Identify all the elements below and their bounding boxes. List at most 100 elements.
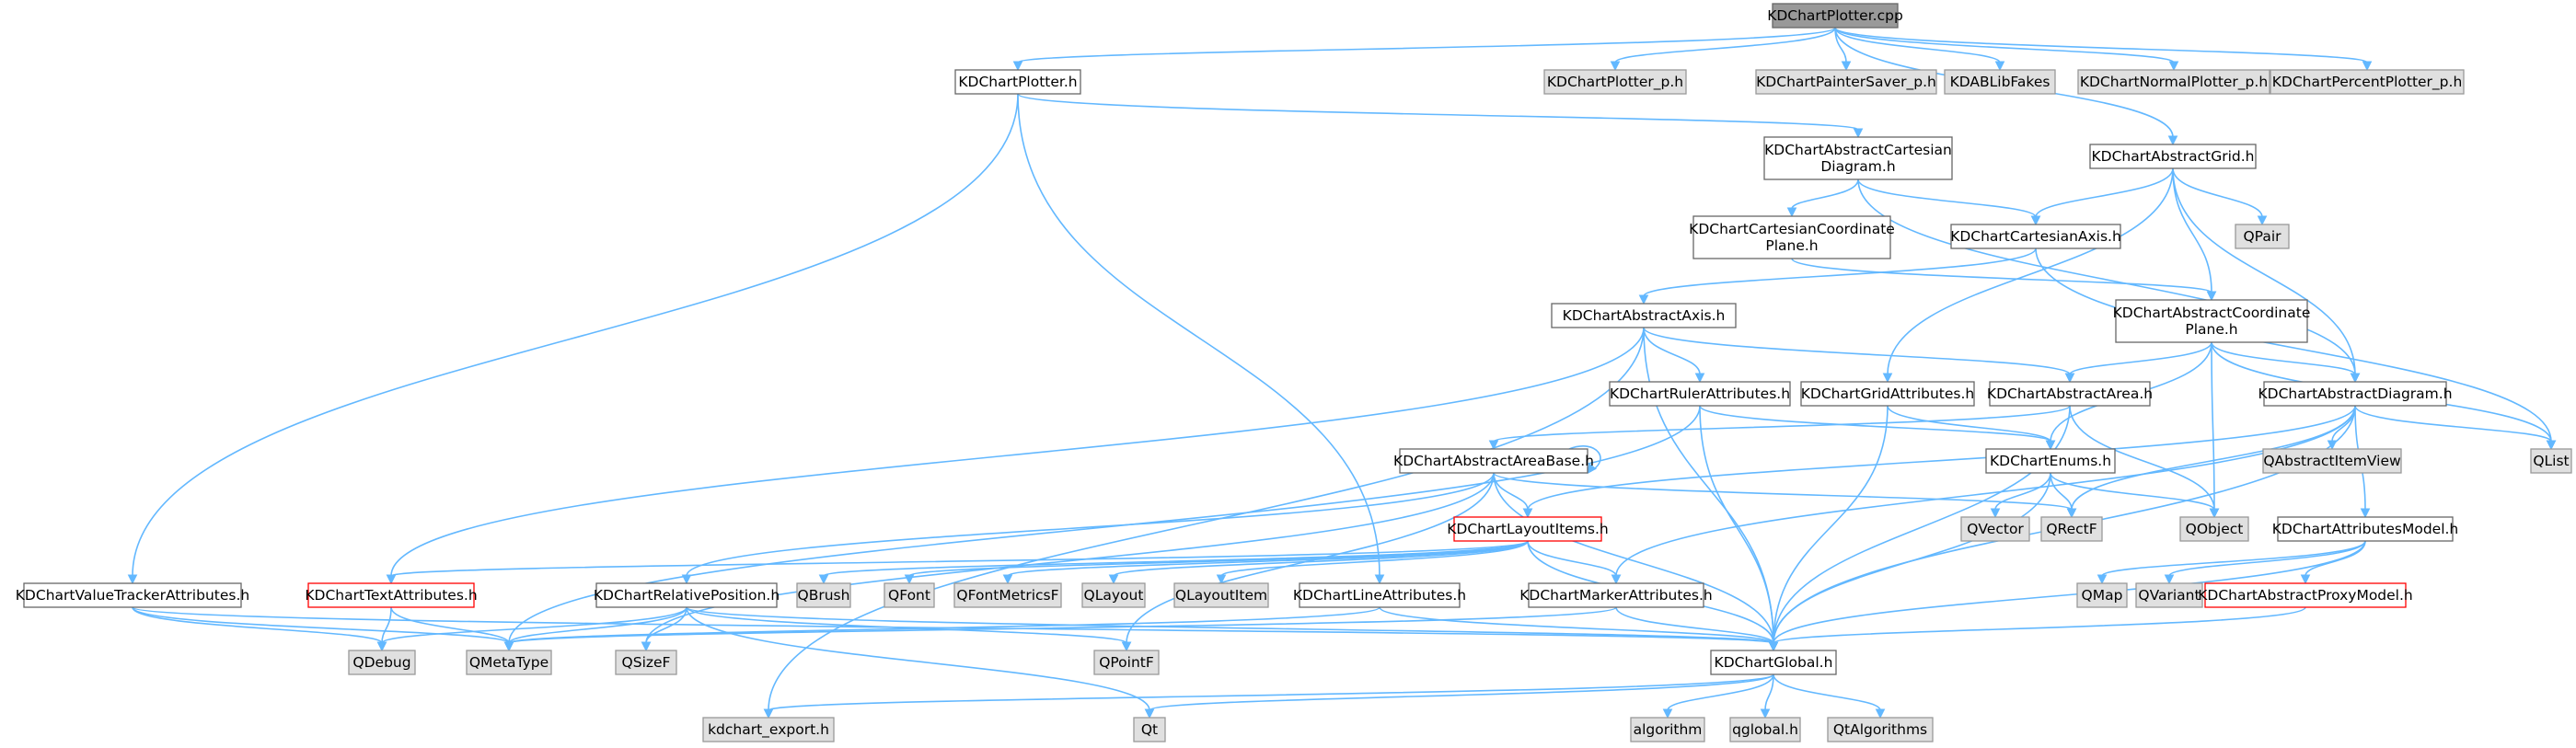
node-box — [2235, 224, 2290, 249]
node-value-tracker[interactable]: KDChartValueTrackerAttributes.h — [16, 582, 249, 608]
node-grid-attr[interactable]: KDChartGridAttributes.h — [1800, 381, 1975, 407]
node-label: QBrush — [798, 587, 850, 604]
edge-line — [390, 606, 510, 644]
node-label: KDChartAbstractDiagram.h — [2258, 386, 2452, 402]
edge-line — [2172, 167, 2356, 375]
edge-arrowhead — [1841, 61, 1852, 72]
node-qvector: QVector — [1960, 516, 2030, 542]
edge-arrowhead — [376, 641, 387, 652]
node-box — [615, 650, 677, 675]
edge-grid_attr-to-enums — [1887, 405, 2056, 451]
edge-enums-to-qvector — [1990, 472, 2051, 519]
node-label: KDChartPercentPlotter_p.h — [2272, 74, 2463, 91]
edge-plotter_h-to-value_tracker — [127, 93, 1019, 585]
node-box — [1989, 381, 2151, 407]
edge-line — [132, 606, 383, 644]
node-label: KDChartRulerAttributes.h — [1610, 386, 1790, 402]
node-cart-axis[interactable]: KDChartCartesianAxis.h — [1950, 224, 2121, 249]
edge-arrowhead — [1768, 641, 1779, 652]
edge-cart_axis-to-abs_axis — [1638, 247, 2037, 305]
edge-line — [1773, 606, 2306, 644]
node-attr-model[interactable]: KDChartAttributesModel.h — [2272, 516, 2459, 542]
node-box — [2179, 516, 2249, 542]
node-box — [953, 582, 1062, 608]
node-label: QLayout — [1084, 587, 1144, 604]
node-global[interactable]: KDChartGlobal.h — [1710, 650, 1837, 675]
node-layout-items[interactable]: KDChartLayoutItems.h — [1447, 516, 1609, 542]
node-box — [1609, 381, 1791, 407]
edge-line — [2035, 167, 2174, 218]
edge-arrowhead — [2097, 574, 2108, 585]
edge-arrowhead — [2257, 215, 2268, 226]
node-box — [307, 582, 475, 608]
edge-arrowhead — [2168, 61, 2179, 72]
node-label: QVariant — [2138, 587, 2200, 604]
edge-arrowhead — [1216, 574, 1227, 585]
node-box — [2040, 516, 2103, 542]
node-label: KDChartTextAttributes.h — [305, 587, 477, 604]
node-label: Qt — [1141, 721, 1158, 738]
edge-line — [686, 472, 1495, 577]
edge-arrowhead — [2064, 373, 2075, 384]
node-text-attr[interactable]: KDChartTextAttributes.h — [305, 582, 478, 608]
node-box — [1543, 69, 1687, 95]
edge-arrowhead — [503, 641, 514, 652]
edge-arrowhead — [2066, 508, 2077, 519]
node-abs-proxy-model[interactable]: KDChartAbstractProxyModel.h — [2198, 582, 2413, 608]
node-box — [595, 582, 778, 608]
node-plotter-cpp[interactable]: KDChartPlotter.cpp — [1767, 3, 1903, 29]
node-plotter-h[interactable]: KDChartPlotter.h — [954, 69, 1081, 95]
edge-arrowhead — [1662, 708, 1673, 719]
node-ruler-attr[interactable]: KDChartRulerAttributes.h — [1609, 381, 1791, 407]
edge-line — [2101, 540, 2366, 577]
node-label: KDChartValueTrackerAttributes.h — [16, 587, 249, 604]
edge-line — [1667, 673, 1774, 711]
edge-line — [686, 606, 1774, 644]
edge-rel_pos-to-qdebug — [376, 606, 687, 652]
edge-line — [2172, 167, 2263, 218]
node-box — [2277, 516, 2454, 542]
node-marker-attr[interactable]: KDChartMarkerAttributes.h — [1519, 582, 1713, 608]
node-box — [1710, 650, 1837, 675]
node-label: QFont — [888, 587, 930, 604]
edge-line — [1527, 405, 2356, 511]
node-label: KDChartAbstractAreaBase.h — [1393, 453, 1594, 469]
node-abs-axis[interactable]: KDChartAbstractAxis.h — [1551, 303, 1737, 328]
node-rel-pos[interactable]: KDChartRelativePosition.h — [594, 582, 780, 608]
edge-arrowhead — [1488, 440, 1499, 451]
edge-abs_cart_diag-to-cart_coord_plane — [1786, 178, 1859, 218]
node-abs-area-base[interactable]: KDChartAbstractAreaBase.h — [1393, 448, 1594, 474]
node-box — [1173, 582, 1269, 608]
node-abs-diagram[interactable]: KDChartAbstractDiagram.h — [2258, 381, 2453, 407]
node-box — [1985, 448, 2116, 474]
edge-line — [508, 606, 1617, 644]
node-box — [2270, 69, 2465, 95]
edge-line — [1834, 27, 2175, 63]
edge-line — [1527, 540, 1617, 577]
edge-arrowhead — [1587, 463, 1597, 474]
node-enums[interactable]: KDChartEnums.h — [1985, 448, 2116, 474]
edge-line — [1149, 673, 1774, 711]
edge-layout_items-to-qfontmetricsf — [1002, 540, 1529, 585]
node-box — [1551, 303, 1737, 328]
node-qobject: QObject — [2179, 516, 2249, 542]
node-qsizef: QSizeF — [615, 650, 677, 675]
edge-arrowhead — [1144, 708, 1155, 719]
edge-line — [1764, 673, 1774, 711]
node-line-attr[interactable]: KDChartLineAttributes.h — [1293, 582, 1466, 608]
edge-arrowhead — [386, 574, 397, 585]
edge-arrowhead — [1990, 508, 2001, 519]
node-qvariant: QVariant — [2135, 582, 2203, 608]
edge-line — [132, 606, 510, 644]
node-abs-area[interactable]: KDChartAbstractArea.h — [1987, 381, 2153, 407]
edge-attr_model-to-qmap — [2097, 540, 2366, 585]
edge-arrowhead — [641, 641, 652, 652]
node-abs-grid[interactable]: KDChartAbstractGrid.h — [2089, 144, 2257, 169]
node-label: KDChartPlotter.h — [958, 74, 1077, 90]
edge-line — [2305, 540, 2366, 577]
edge-line — [1643, 327, 2071, 375]
